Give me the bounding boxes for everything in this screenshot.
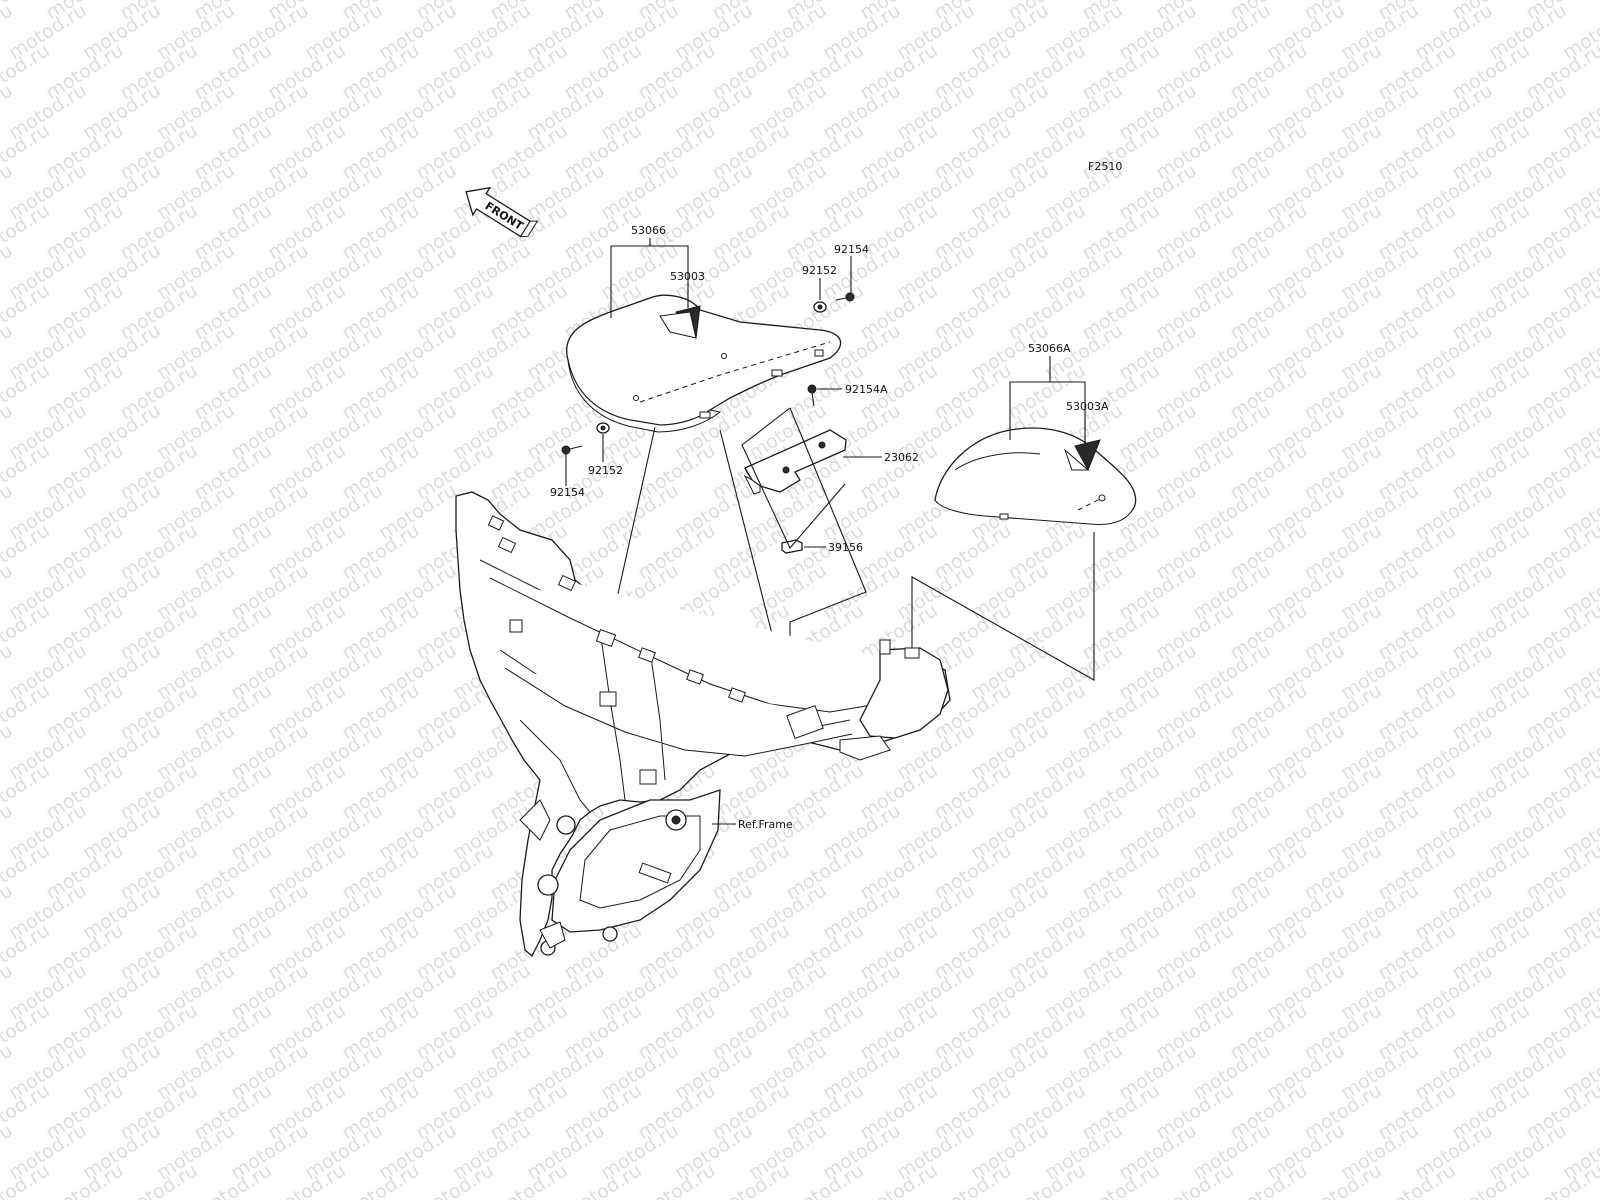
part-label-92154-top: 92154 — [834, 243, 869, 256]
front-seat-leaders — [610, 238, 689, 318]
rear-seat-leaders — [1009, 356, 1086, 446]
front-seat — [566, 294, 842, 433]
figure-code: F2510 — [1088, 160, 1122, 173]
collar-92152-bottom — [596, 422, 610, 462]
bolt-92154-bottom — [561, 445, 583, 486]
part-label-92154-bottom: 92154 — [550, 486, 585, 499]
bracket-group-outline — [741, 407, 846, 550]
frame-ref-label: Ref.Frame — [738, 818, 793, 831]
bolt-92154A — [807, 384, 842, 407]
part-label-23062: 23062 — [884, 451, 919, 464]
part-label-39156: 39156 — [828, 541, 863, 554]
frame — [455, 491, 951, 958]
part-label-92154A: 92154A — [845, 383, 888, 396]
collar-92152-top — [813, 278, 827, 313]
rear-seat-projection — [911, 532, 1095, 681]
part-label-53066: 53066 — [631, 224, 666, 237]
bolt-92154-top — [835, 256, 855, 302]
part-label-92152-bottom: 92152 — [588, 464, 623, 477]
rear-seat-cowl — [934, 427, 1137, 525]
part-label-53003: 53003 — [670, 270, 705, 283]
part-label-92152-top: 92152 — [802, 264, 837, 277]
part-label-53066A: 53066A — [1028, 342, 1071, 355]
bracket-23062 — [743, 429, 882, 495]
part-label-53003A: 53003A — [1066, 400, 1109, 413]
